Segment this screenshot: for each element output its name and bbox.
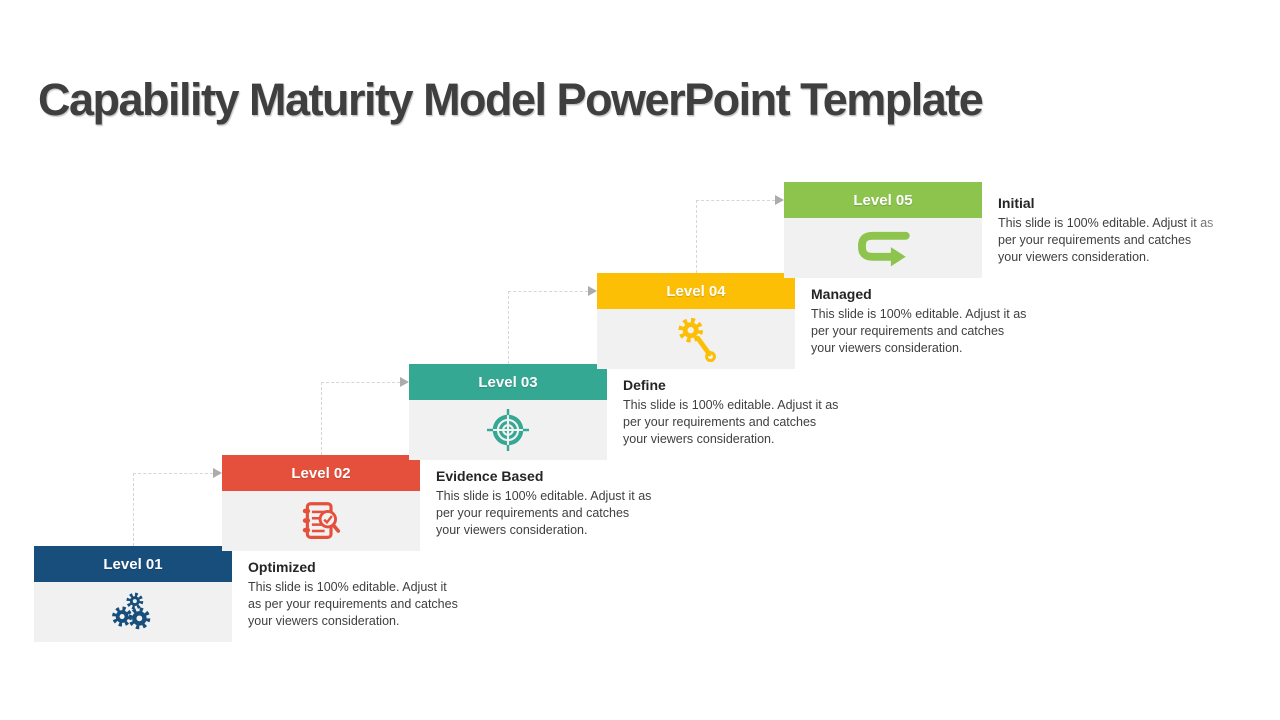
target-icon bbox=[487, 409, 529, 451]
level-02-header: Level 02 bbox=[222, 455, 420, 491]
loop-arrow-icon bbox=[855, 227, 911, 269]
level-03-description-line: per your requirements and catches bbox=[623, 415, 817, 429]
level-01-heading: Optimized bbox=[248, 559, 316, 575]
gears-icon bbox=[109, 592, 157, 632]
connector-line-horizontal bbox=[508, 291, 588, 292]
level-02-description-line: per your requirements and catches bbox=[436, 506, 630, 520]
level-04-description-line: per your requirements and catches bbox=[811, 324, 1005, 338]
level-02-description-line: This slide is 100% editable. Adjust it a… bbox=[436, 489, 652, 503]
level-01-label: Level 01 bbox=[103, 555, 163, 573]
level-05-header: Level 05 bbox=[784, 182, 982, 218]
level-01-header: Level 01 bbox=[34, 546, 232, 582]
connector-line-horizontal bbox=[696, 200, 775, 201]
level-02-panel bbox=[222, 491, 420, 551]
connector-arrow-icon bbox=[400, 377, 409, 387]
level-05-description-line: This slide is 100% editable. Adjust it a… bbox=[998, 216, 1214, 230]
level-04-description-line: This slide is 100% editable. Adjust it a… bbox=[811, 307, 1027, 321]
level-04-label: Level 04 bbox=[666, 282, 726, 300]
level-01-panel bbox=[34, 582, 232, 642]
level-05-text: Initial This slide is 100% editable. Adj… bbox=[998, 195, 1260, 266]
level-01-text: Optimized This slide is 100% editable. A… bbox=[248, 559, 510, 630]
gear-wrench-icon bbox=[674, 315, 718, 363]
connector-line-vertical bbox=[696, 200, 697, 273]
level-01-description-line: your viewers consideration. bbox=[248, 614, 400, 628]
connector-arrow-icon bbox=[213, 468, 222, 478]
level-05-box: Level 05 bbox=[784, 182, 982, 278]
level-03-header: Level 03 bbox=[409, 364, 607, 400]
level-04-description-line: your viewers consideration. bbox=[811, 341, 963, 355]
connector-arrow-icon bbox=[588, 286, 597, 296]
level-02-heading: Evidence Based bbox=[436, 468, 544, 484]
connector-line-vertical bbox=[133, 473, 134, 546]
level-02-box: Level 02 bbox=[222, 455, 420, 551]
slide-title: Capability Maturity Model PowerPoint Tem… bbox=[38, 74, 984, 126]
level-01-box: Level 01 bbox=[34, 546, 232, 642]
level-04-heading: Managed bbox=[811, 286, 872, 302]
level-04-panel bbox=[597, 309, 795, 369]
level-05-panel bbox=[784, 218, 982, 278]
slide-edge-fade bbox=[1185, 183, 1280, 283]
level-02-text: Evidence Based This slide is 100% editab… bbox=[436, 468, 698, 539]
connector-line-horizontal bbox=[321, 382, 400, 383]
level-03-label: Level 03 bbox=[478, 373, 538, 391]
level-01-description-line: as per your requirements and catches bbox=[248, 597, 458, 611]
level-02-description-line: your viewers consideration. bbox=[436, 523, 588, 537]
level-05-label: Level 05 bbox=[853, 191, 913, 209]
connector-line-vertical bbox=[321, 382, 322, 455]
connector-line-vertical bbox=[508, 291, 509, 364]
level-03-description-line: This slide is 100% editable. Adjust it a… bbox=[623, 398, 839, 412]
level-05-description-line: per your requirements and catches bbox=[998, 233, 1192, 247]
level-03-text: Define This slide is 100% editable. Adju… bbox=[623, 377, 885, 448]
level-03-panel bbox=[409, 400, 607, 460]
level-04-header: Level 04 bbox=[597, 273, 795, 309]
level-05-heading: Initial bbox=[998, 195, 1035, 211]
level-03-heading: Define bbox=[623, 377, 666, 393]
connector-arrow-icon bbox=[775, 195, 784, 205]
level-04-box: Level 04 bbox=[597, 273, 795, 369]
level-05-description-line: your viewers consideration. bbox=[998, 250, 1150, 264]
level-01-description-line: This slide is 100% editable. Adjust it bbox=[248, 580, 447, 594]
notebook-search-icon bbox=[299, 501, 343, 541]
level-04-text: Managed This slide is 100% editable. Adj… bbox=[811, 286, 1073, 357]
connector-line-horizontal bbox=[133, 473, 213, 474]
level-03-box: Level 03 bbox=[409, 364, 607, 460]
level-02-label: Level 02 bbox=[291, 464, 351, 482]
level-03-description-line: your viewers consideration. bbox=[623, 432, 775, 446]
